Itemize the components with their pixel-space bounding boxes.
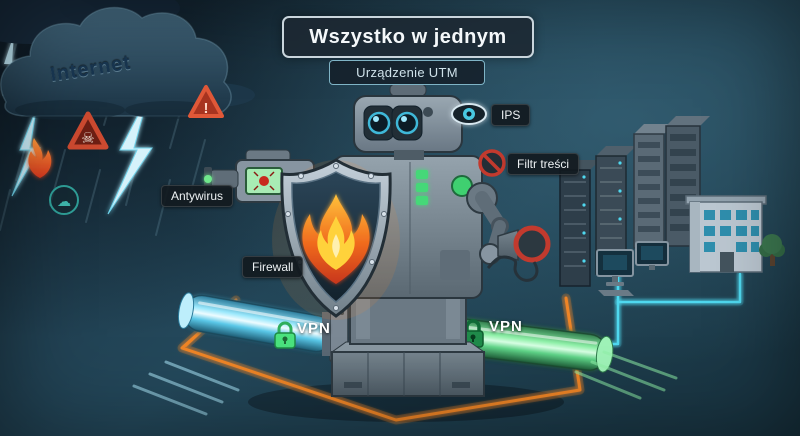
subtitle-box: Urządzenie UTM <box>329 60 485 85</box>
tree-icon <box>759 234 785 266</box>
shield-flame-icon <box>272 158 400 320</box>
alert-warning-icon: ! <box>188 85 224 118</box>
cloud-glyph: ☁ <box>57 193 71 209</box>
megaphone-icon <box>486 225 551 282</box>
virus-bug-icon <box>253 171 275 191</box>
vpn-label-left: VPN <box>297 320 331 337</box>
cloud-sync-icon: ☁ <box>49 185 79 215</box>
flame-icon <box>302 194 370 284</box>
binoculars-icon <box>363 105 433 141</box>
page-title: Wszystko w jednym <box>309 25 507 48</box>
skull-warning-icon: ☠ <box>67 111 109 150</box>
ips-label: IPS <box>491 104 531 126</box>
building-door <box>720 252 734 272</box>
page-subtitle: Urządzenie UTM <box>356 65 458 80</box>
robot-right-arm <box>466 182 509 265</box>
eye-icon <box>451 103 487 125</box>
office-building-icon <box>685 195 767 273</box>
content-filter-label: Filtr treści <box>507 153 579 175</box>
padlock-icon-left <box>274 321 296 349</box>
skull-glyph: ☠ <box>81 130 94 147</box>
storm-cloud-icon <box>0 0 255 120</box>
building-windows <box>704 210 759 252</box>
server-tower-d <box>665 116 710 247</box>
title-box: Wszystko w jednym <box>282 16 534 58</box>
server-rack-a <box>559 160 600 287</box>
desktop-computer-icons <box>596 241 669 296</box>
keyboard-icon <box>598 290 634 296</box>
vpn-pipe-left <box>132 292 349 416</box>
exclamation-glyph: ! <box>204 100 209 117</box>
firewall-label: Firewall <box>242 256 304 278</box>
status-led-bars <box>416 170 428 205</box>
vpn-label-right: VPN <box>489 318 523 335</box>
speed-streaks-cyan <box>132 360 240 416</box>
coiled-cable <box>486 255 539 282</box>
speed-streaks-green <box>574 350 678 400</box>
flame-warning-icon <box>28 138 52 178</box>
server-tower-c <box>633 124 674 249</box>
blocked-sign-icon <box>478 149 506 177</box>
antivirus-label: Antywirus <box>161 185 234 207</box>
